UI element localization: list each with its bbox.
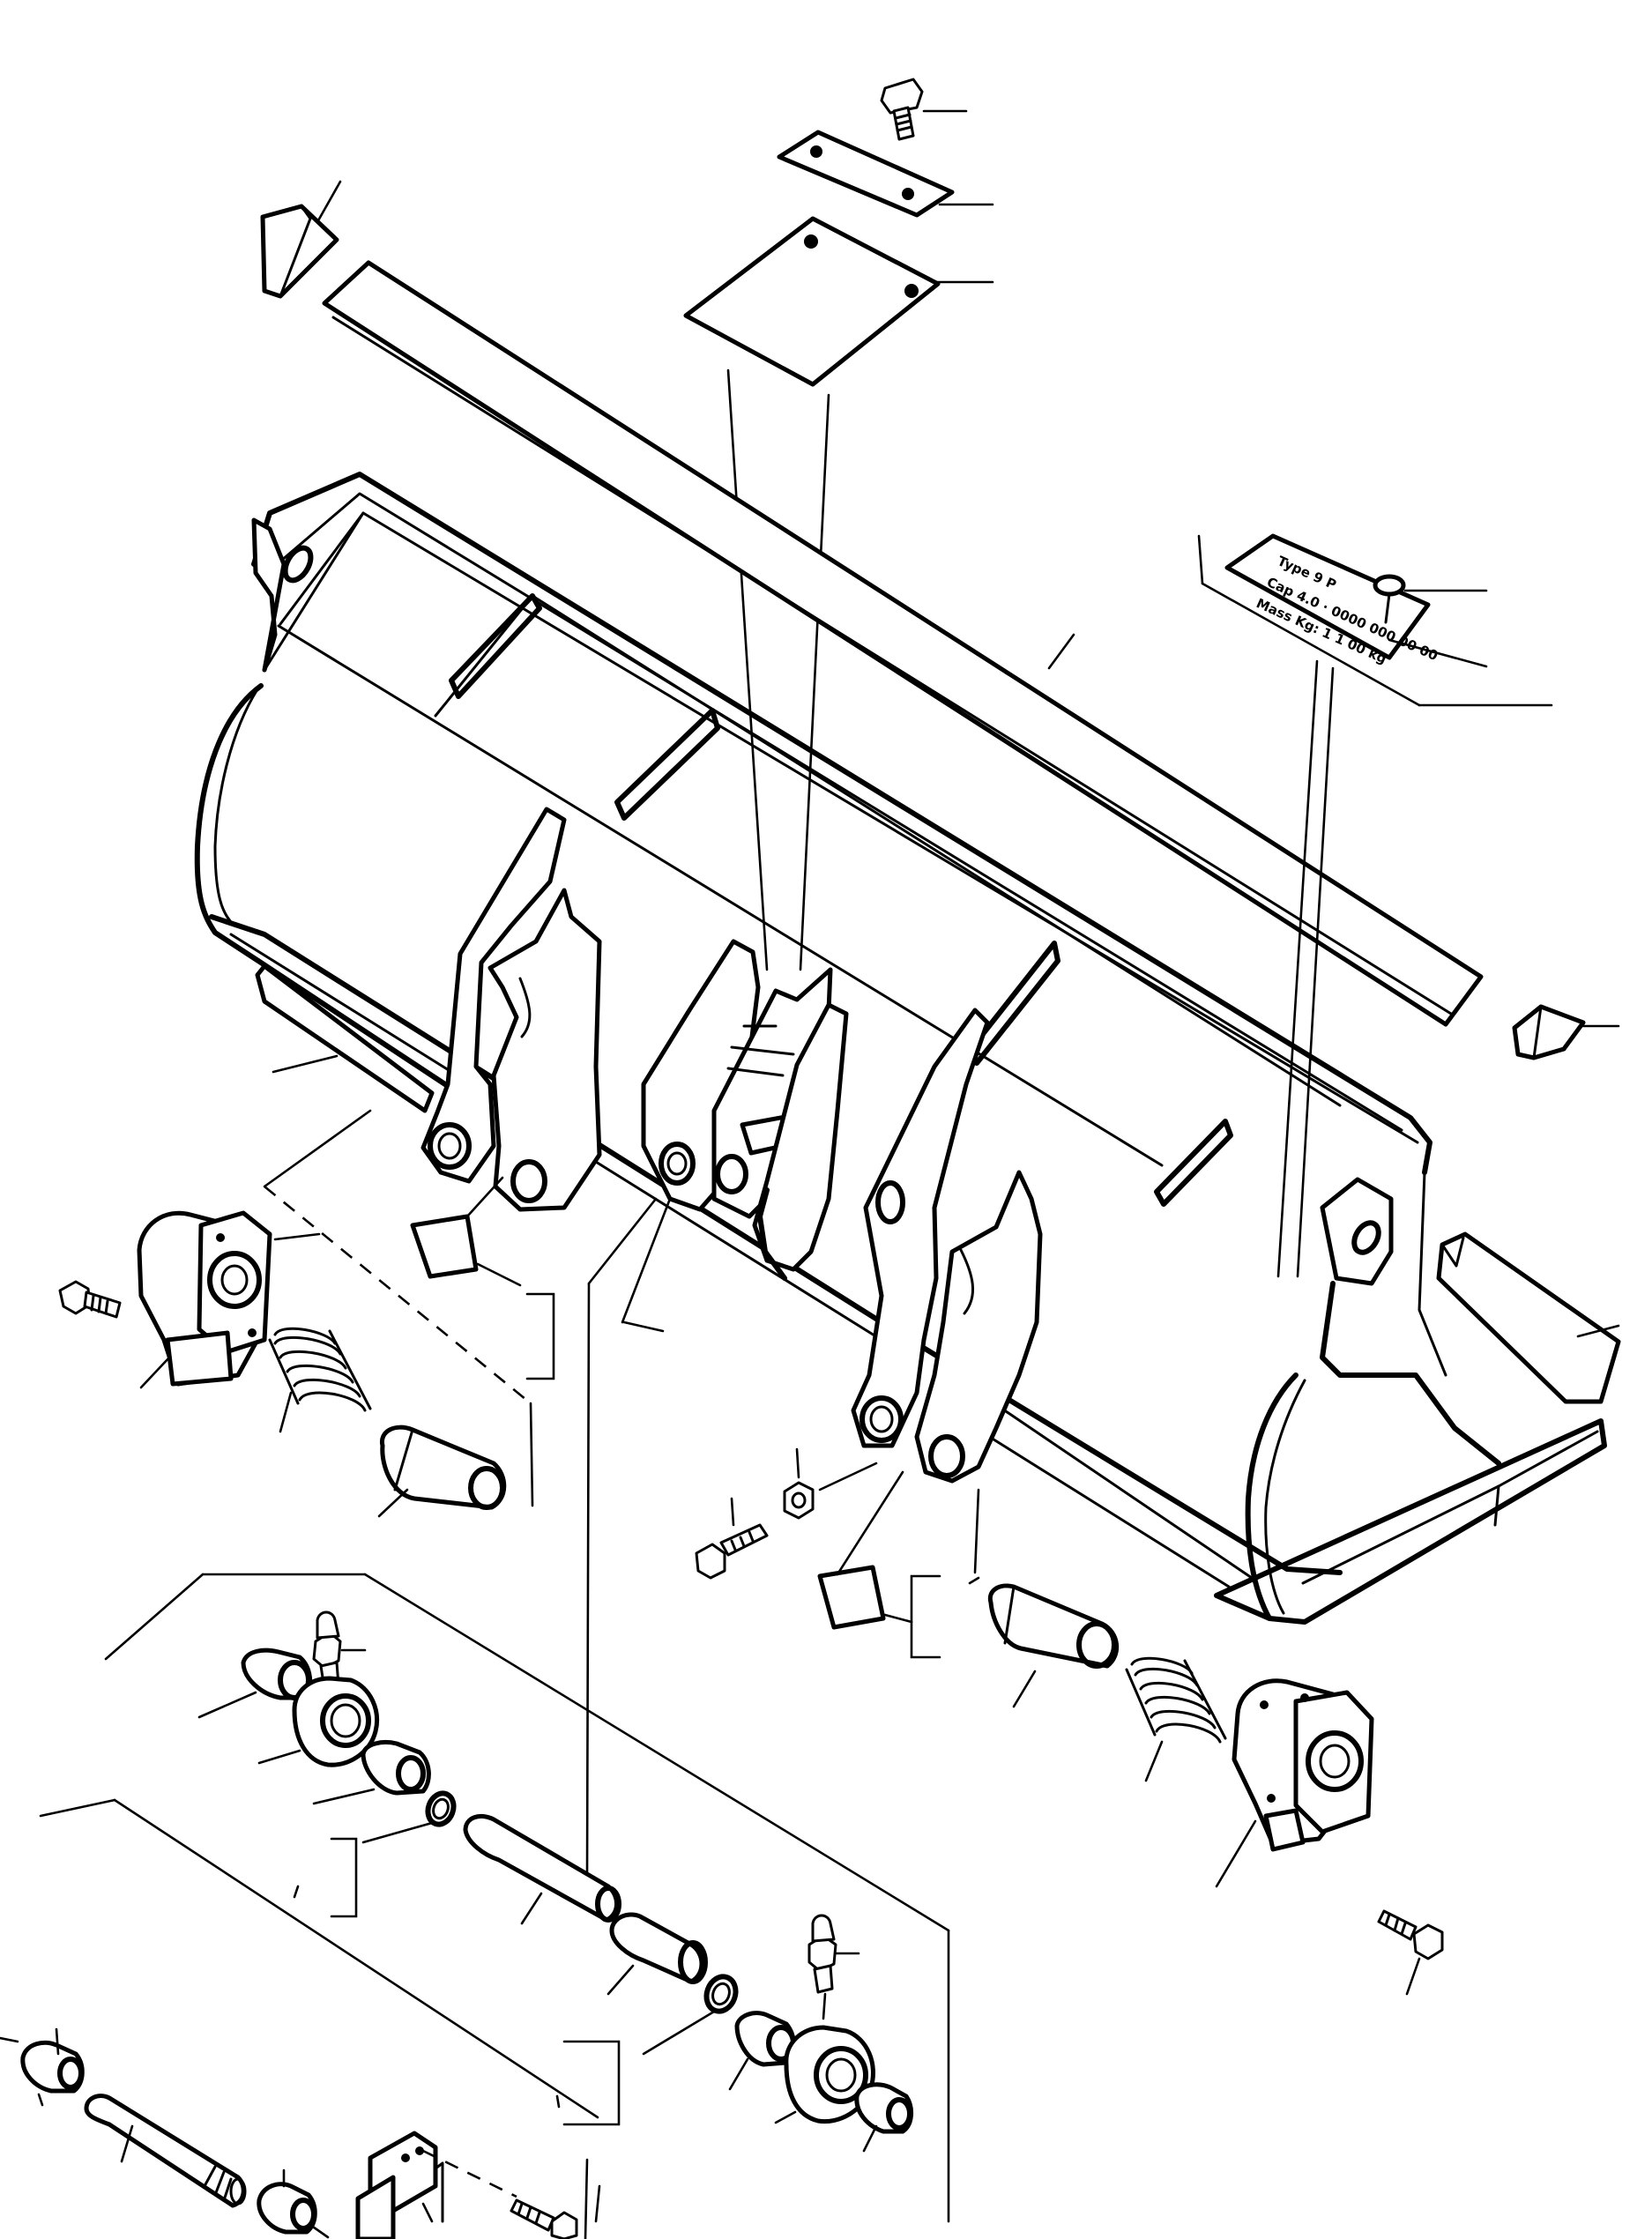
right-wear-plate (1436, 1231, 1621, 1404)
guide-lines-center (585, 1197, 672, 1879)
right-nut (783, 1447, 878, 1520)
bushing-1 (197, 1648, 313, 1719)
guide-lines-bottom (422, 2149, 601, 2223)
grease-nipple-lower (807, 1914, 860, 2020)
bucket-ribs (449, 593, 1233, 1207)
hinge-bracket-center-right (752, 1002, 849, 1281)
right-hinge-pin (968, 1488, 1120, 1708)
right-cap-bolt (1377, 1909, 1444, 1996)
guide-lines-left (263, 1109, 534, 1507)
bucket-body (194, 472, 1607, 1625)
left-hinge-pin (377, 1424, 507, 1518)
lower-assembly-frame (39, 1573, 950, 2223)
small-bushing-left (0, 2027, 85, 2107)
wedge-right (1512, 1004, 1620, 1060)
right-flange-cap (1215, 1678, 1374, 1888)
strip-plate (777, 130, 994, 218)
long-shaft (463, 1814, 621, 1925)
left-cap-bolt (58, 1280, 122, 1319)
right-spring (1125, 1656, 1227, 1782)
small-pin (84, 2094, 247, 2208)
o-ring-1 (293, 1790, 457, 1918)
right-shims (817, 1470, 941, 1659)
left-shims (410, 1176, 555, 1380)
left-flange-cap (137, 1210, 272, 1389)
small-bushing-right (257, 2168, 330, 2239)
rivet (1373, 574, 1488, 624)
hinge-bracket-left-outer (420, 807, 567, 1184)
name-plate: Type 9 P Cap 4.0 · 0000 000 00 00 Mass K… (1197, 533, 1553, 1278)
left-wear-plate (255, 963, 435, 1113)
end-cap (854, 2082, 913, 2153)
top-bolt (880, 78, 968, 141)
o-ring-2 (555, 1974, 739, 2126)
bushing-3 (606, 1912, 708, 1996)
cover-plate (683, 216, 994, 971)
bushing-4 (728, 2011, 796, 2091)
right-bolt (695, 1497, 769, 1580)
left-spring (268, 1327, 372, 1433)
wedge-top-left (260, 180, 342, 299)
pin-boss-upper (257, 1676, 379, 1767)
hinge-bracket-right-outer (851, 1008, 990, 1448)
hinge-bracket-right-inner (914, 1170, 1043, 1484)
small-bolt (510, 2158, 589, 2239)
bushing-2 (312, 1740, 431, 1805)
top-cutting-strip (322, 260, 1484, 1027)
hinge-bracket-left-inner (487, 888, 602, 1212)
retaining-clip (355, 2131, 444, 2239)
